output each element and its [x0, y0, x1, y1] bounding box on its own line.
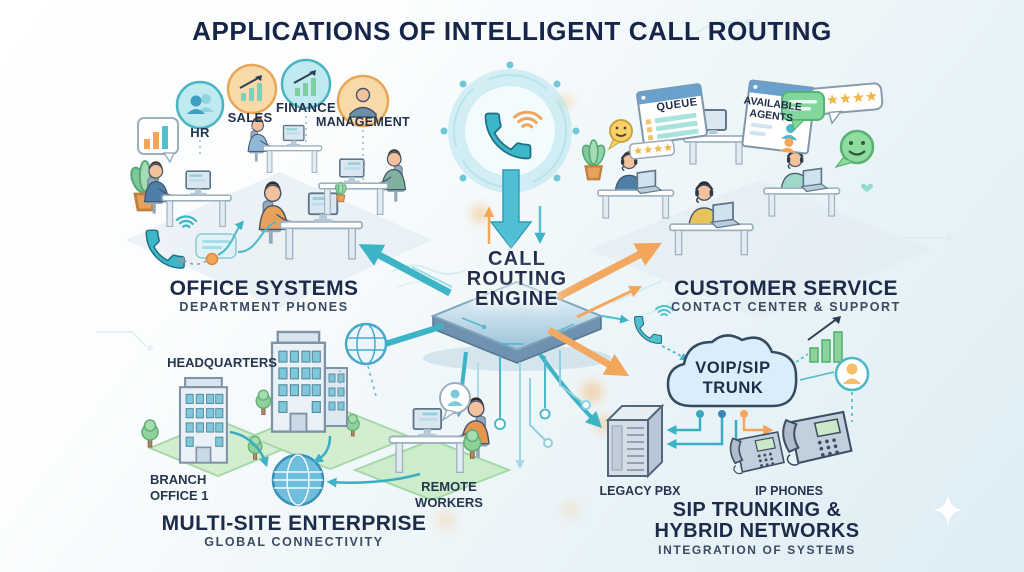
customer-floor [588, 180, 932, 318]
cloud-port-dots [696, 410, 748, 418]
star-rating-bubble [808, 82, 884, 125]
headquarters-building [270, 330, 327, 433]
management-person-icon [349, 87, 377, 118]
support-agent-desk [597, 150, 675, 220]
sales-chart-icon [239, 75, 262, 101]
growth-chart-icon [807, 316, 843, 363]
user-circle-icon [834, 356, 870, 422]
back-desk-monitor [651, 109, 747, 165]
dept-circle-management [336, 74, 390, 128]
dept-circle-finance [280, 58, 332, 110]
customer-service-subheading: CONTACT CENTER & SUPPORT [671, 300, 901, 314]
dept-circle-sales [226, 63, 278, 115]
small-star-bubble [628, 139, 675, 160]
site-connectors [229, 430, 421, 488]
dept-label-finance: FINANCE [276, 100, 336, 115]
remote-workers-line2: WORKERS [415, 494, 483, 510]
plant-icon [579, 138, 609, 181]
finance-chart-icon [293, 70, 316, 96]
call-routing-hub [440, 61, 580, 201]
sip-subheading: INTEGRATION OF SYSTEMS [658, 543, 856, 557]
dept-circle-hr [175, 80, 225, 130]
voip-cloud-icon [666, 334, 798, 408]
globe-icon-small [344, 322, 388, 366]
department-phone-icon [145, 209, 245, 270]
smiley-bubble [607, 119, 633, 151]
engine-label-line1: CALL [487, 248, 547, 270]
engine-circuit-traces [473, 350, 591, 470]
office-systems-heading: OFFICE SYSTEMS [169, 277, 359, 300]
dept-label-hr: HR [190, 125, 210, 140]
chat-bubble [781, 91, 825, 132]
hr-people-icon [187, 94, 214, 114]
engine-label-line3: ENGINE [475, 288, 559, 310]
voip-cloud-line1: VOIP/SIP [695, 359, 771, 377]
sip-heading-line2: HYBRID NETWORKS [654, 520, 860, 542]
legacy-pbx-server [605, 403, 665, 479]
tree-icon [255, 389, 272, 416]
tree-icon [141, 419, 159, 448]
sip-heading-line1: SIP TRUNKING & [672, 499, 842, 521]
green-smiley-bubble [834, 129, 875, 169]
hq-annex-building [324, 367, 348, 427]
branch-office-building [178, 376, 228, 464]
dept-connector-dashes [199, 116, 364, 182]
sparkle-icon [933, 494, 963, 526]
branch-office-label: BRANCH OFFICE 1 [150, 472, 209, 503]
remote-workers-line1: REMOTE [421, 479, 477, 494]
legacy-pbx-label: LEGACY PBX [599, 484, 681, 498]
chart-speech-bubble [137, 117, 179, 164]
office-floor [125, 172, 432, 308]
multisite-scene [141, 322, 512, 507]
ip-phone-icon [729, 431, 785, 475]
hub-to-engine-arrows [483, 169, 546, 250]
ip-phones-label: IP PHONES [755, 484, 823, 498]
office-worker-desk [247, 116, 323, 174]
dept-label-management: MANAGEMENT [316, 115, 410, 129]
branch-office-line2: OFFICE 1 [150, 487, 209, 503]
dept-label-sales: SALES [227, 110, 273, 125]
engine-label-line2: ROUTING [466, 268, 568, 290]
voip-cloud-line2: TRUNK [702, 379, 764, 397]
page-title: APPLICATIONS OF INTELLIGENT CALL ROUTING [192, 16, 832, 46]
sip-scene [601, 300, 870, 479]
heart-icon [861, 183, 873, 192]
multisite-subheading: GLOBAL CONNECTIVITY [204, 535, 384, 549]
office-scene [126, 58, 407, 270]
customer-service-heading: CUSTOMER SERVICE [674, 277, 898, 300]
queue-window [636, 83, 708, 145]
multisite-heading: MULTI-SITE ENTERPRISE [161, 512, 427, 535]
remote-speech-bubble [439, 382, 471, 422]
headquarters-label: HEADQUARTERS [167, 355, 277, 370]
ip-phone-icon [782, 410, 853, 467]
globe-dash-connector [367, 365, 377, 397]
customer-scene [579, 79, 884, 256]
office-systems-subheading: DEPARTMENT PHONES [179, 300, 349, 314]
chip-trace-lines [461, 317, 575, 345]
remote-workers-label: REMOTE WORKERS [415, 479, 483, 510]
branch-office-line1: BRANCH [150, 472, 207, 487]
globe-icon-large [271, 453, 325, 507]
